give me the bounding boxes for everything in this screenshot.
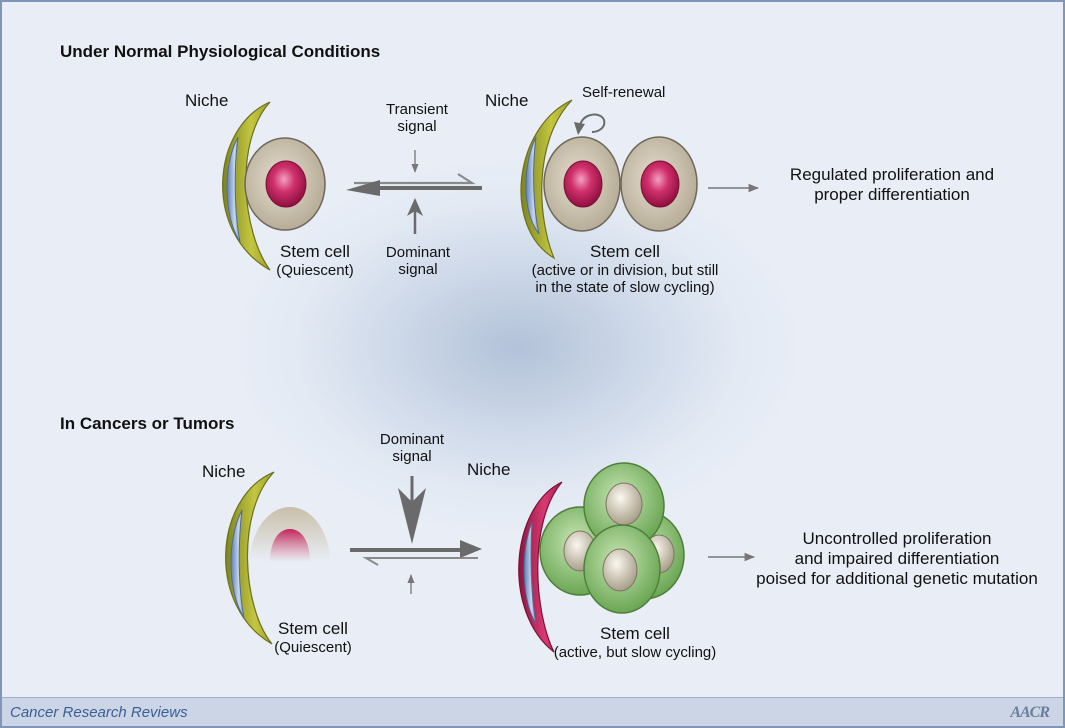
normal-right-niche xyxy=(520,99,573,260)
cancer-stem-right-line2: (active, but slow cycling) xyxy=(553,644,717,661)
cancer-section-title: In Cancers or Tumors xyxy=(60,414,235,433)
cancer-outcome-line1: Uncontrolled proliferation xyxy=(802,529,992,548)
normal-stem-right-line3: in the state of slow cycling) xyxy=(535,279,715,296)
journal-name: Cancer Research Reviews xyxy=(10,704,188,721)
normal-stem-left-line2: (Quiescent) xyxy=(276,262,354,279)
transient-signal-line1: Transient xyxy=(386,101,448,118)
normal-dominant-signal-line2: signal xyxy=(398,261,438,278)
normal-outcome-label: Regulated proliferation and proper diffe… xyxy=(762,165,1022,205)
cancer-stem-left-line2: (Quiescent) xyxy=(274,639,352,656)
normal-equilibrium-arrows xyxy=(346,150,482,234)
cancer-dominant-signal-label: Dominant signal xyxy=(374,431,450,465)
normal-stem-right-line1: Stem cell xyxy=(590,242,660,261)
cancer-right-niche xyxy=(518,481,563,653)
cancer-stem-cell-right-label: Stem cell (active, but slow cycling) xyxy=(535,624,735,661)
normal-left-niche xyxy=(222,101,271,271)
footer-band: Cancer Research Reviews AACR xyxy=(2,697,1063,726)
normal-dominant-signal-line1: Dominant xyxy=(385,244,451,261)
cancer-outcome-label: Uncontrolled proliferation and impaired … xyxy=(737,529,1057,589)
cancer-right-stem-cell-cluster xyxy=(539,462,685,614)
normal-stem-left-line1: Stem cell xyxy=(280,242,350,261)
self-renewal-label: Self-renewal xyxy=(582,84,666,101)
cancer-left-niche xyxy=(225,471,275,645)
cancer-equilibrium-arrows xyxy=(350,476,482,594)
cancer-dominant-signal-line1: Dominant xyxy=(379,431,445,448)
normal-section-title: Under Normal Physiological Conditions xyxy=(60,42,381,61)
cancer-stem-cell-left-label: Stem cell (Quiescent) xyxy=(258,619,368,656)
normal-outcome-line1: Regulated proliferation and xyxy=(789,165,995,184)
normal-stem-cell-left-label: Stem cell (Quiescent) xyxy=(260,242,370,279)
self-renewal-arrow xyxy=(574,113,606,135)
cancer-outcome-line2: and impaired differentiation xyxy=(794,549,1000,568)
normal-stem-right-line2: (active or in division, but still xyxy=(531,262,719,279)
normal-niche-right-label: Niche xyxy=(485,91,529,110)
normal-stem-cell-right-label: Stem cell (active or in division, but st… xyxy=(510,242,740,296)
cancer-stem-right-line1: Stem cell xyxy=(600,624,670,643)
cancer-niche-right-label: Niche xyxy=(467,460,511,479)
cancer-outcome-line3: poised for additional genetic mutation xyxy=(756,569,1038,588)
normal-right-stem-cells xyxy=(543,136,698,232)
cancer-left-fading-stem-cell xyxy=(250,507,330,562)
cancer-dominant-signal-line2: signal xyxy=(392,448,432,465)
cancer-niche-left-label: Niche xyxy=(202,462,246,481)
transient-signal-label: Transient signal xyxy=(382,101,452,135)
cancer-stem-left-line1: Stem cell xyxy=(278,619,348,638)
publisher-logo: AACR xyxy=(1010,704,1050,721)
transient-signal-line2: signal xyxy=(397,118,437,135)
normal-outcome-line2: proper differentiation xyxy=(814,185,970,204)
normal-dominant-signal-label: Dominant signal xyxy=(380,244,456,278)
normal-left-stem-cell xyxy=(244,137,326,231)
normal-niche-left-label: Niche xyxy=(185,91,229,110)
